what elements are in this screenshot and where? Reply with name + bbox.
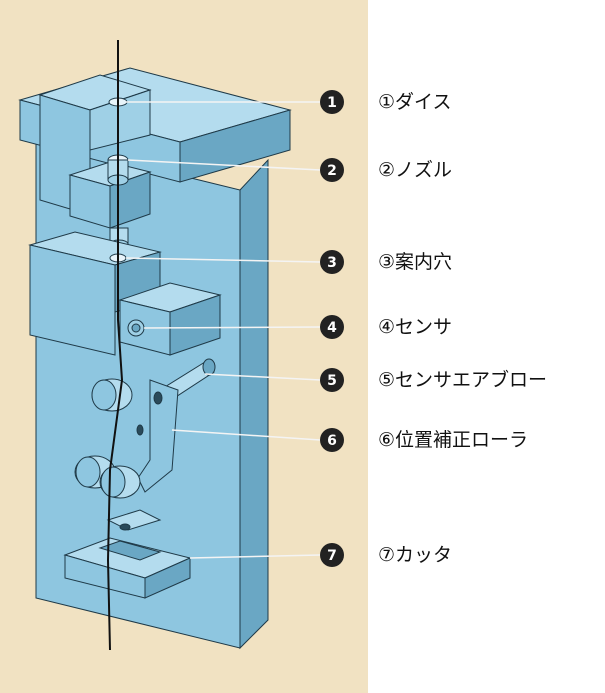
marker-2: 2	[320, 158, 344, 182]
leader-lines	[125, 101, 321, 559]
marker-1: 1	[320, 90, 344, 114]
marker-4-number: 4	[327, 320, 337, 336]
label-nozzle: ②ノズル	[378, 159, 453, 181]
label-cutter: ⑦カッタ	[378, 544, 453, 566]
label-sensor-air-blow: ⑤センサエアブロー	[378, 369, 548, 391]
marker-5-number: 5	[327, 373, 337, 389]
marker-6-number: 6	[327, 433, 337, 449]
label-position-roller: ⑥位置補正ローラ	[378, 429, 529, 451]
marker-1-number: 1	[327, 95, 337, 111]
marker-7-number: 7	[327, 548, 337, 564]
marker-3-number: 3	[327, 255, 337, 271]
label-guide-hole: ③案内穴	[378, 251, 453, 273]
marker-3: 3	[320, 250, 344, 274]
marker-2-number: 2	[327, 163, 337, 179]
label-die: ①ダイス	[378, 91, 452, 113]
machine-body	[18, 67, 292, 650]
marker-6: 6	[320, 428, 344, 452]
marker-7: 7	[320, 543, 344, 567]
marker-5: 5	[320, 368, 344, 392]
label-sensor: ④センサ	[378, 316, 453, 338]
wire	[106, 40, 124, 651]
marker-4: 4	[320, 315, 344, 339]
